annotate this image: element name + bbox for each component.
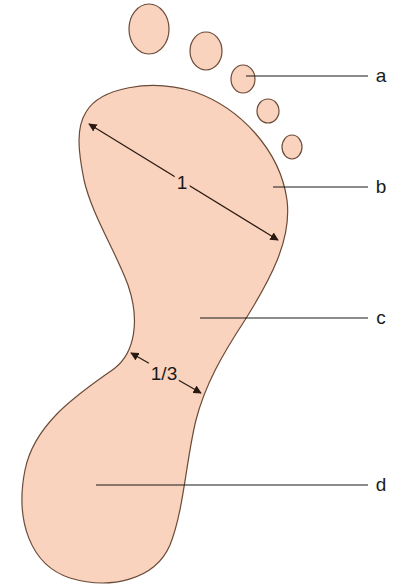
part-letter: c xyxy=(374,307,388,328)
dimension-value: 1 xyxy=(175,172,190,193)
dimension-value: 1/3 xyxy=(149,363,179,384)
part-letter: a xyxy=(374,65,389,86)
sole-outline xyxy=(22,86,288,583)
part-letter: b xyxy=(374,176,389,197)
leader-lines xyxy=(96,76,368,485)
part-letter: d xyxy=(374,474,389,495)
dimension-arrows xyxy=(89,124,278,393)
